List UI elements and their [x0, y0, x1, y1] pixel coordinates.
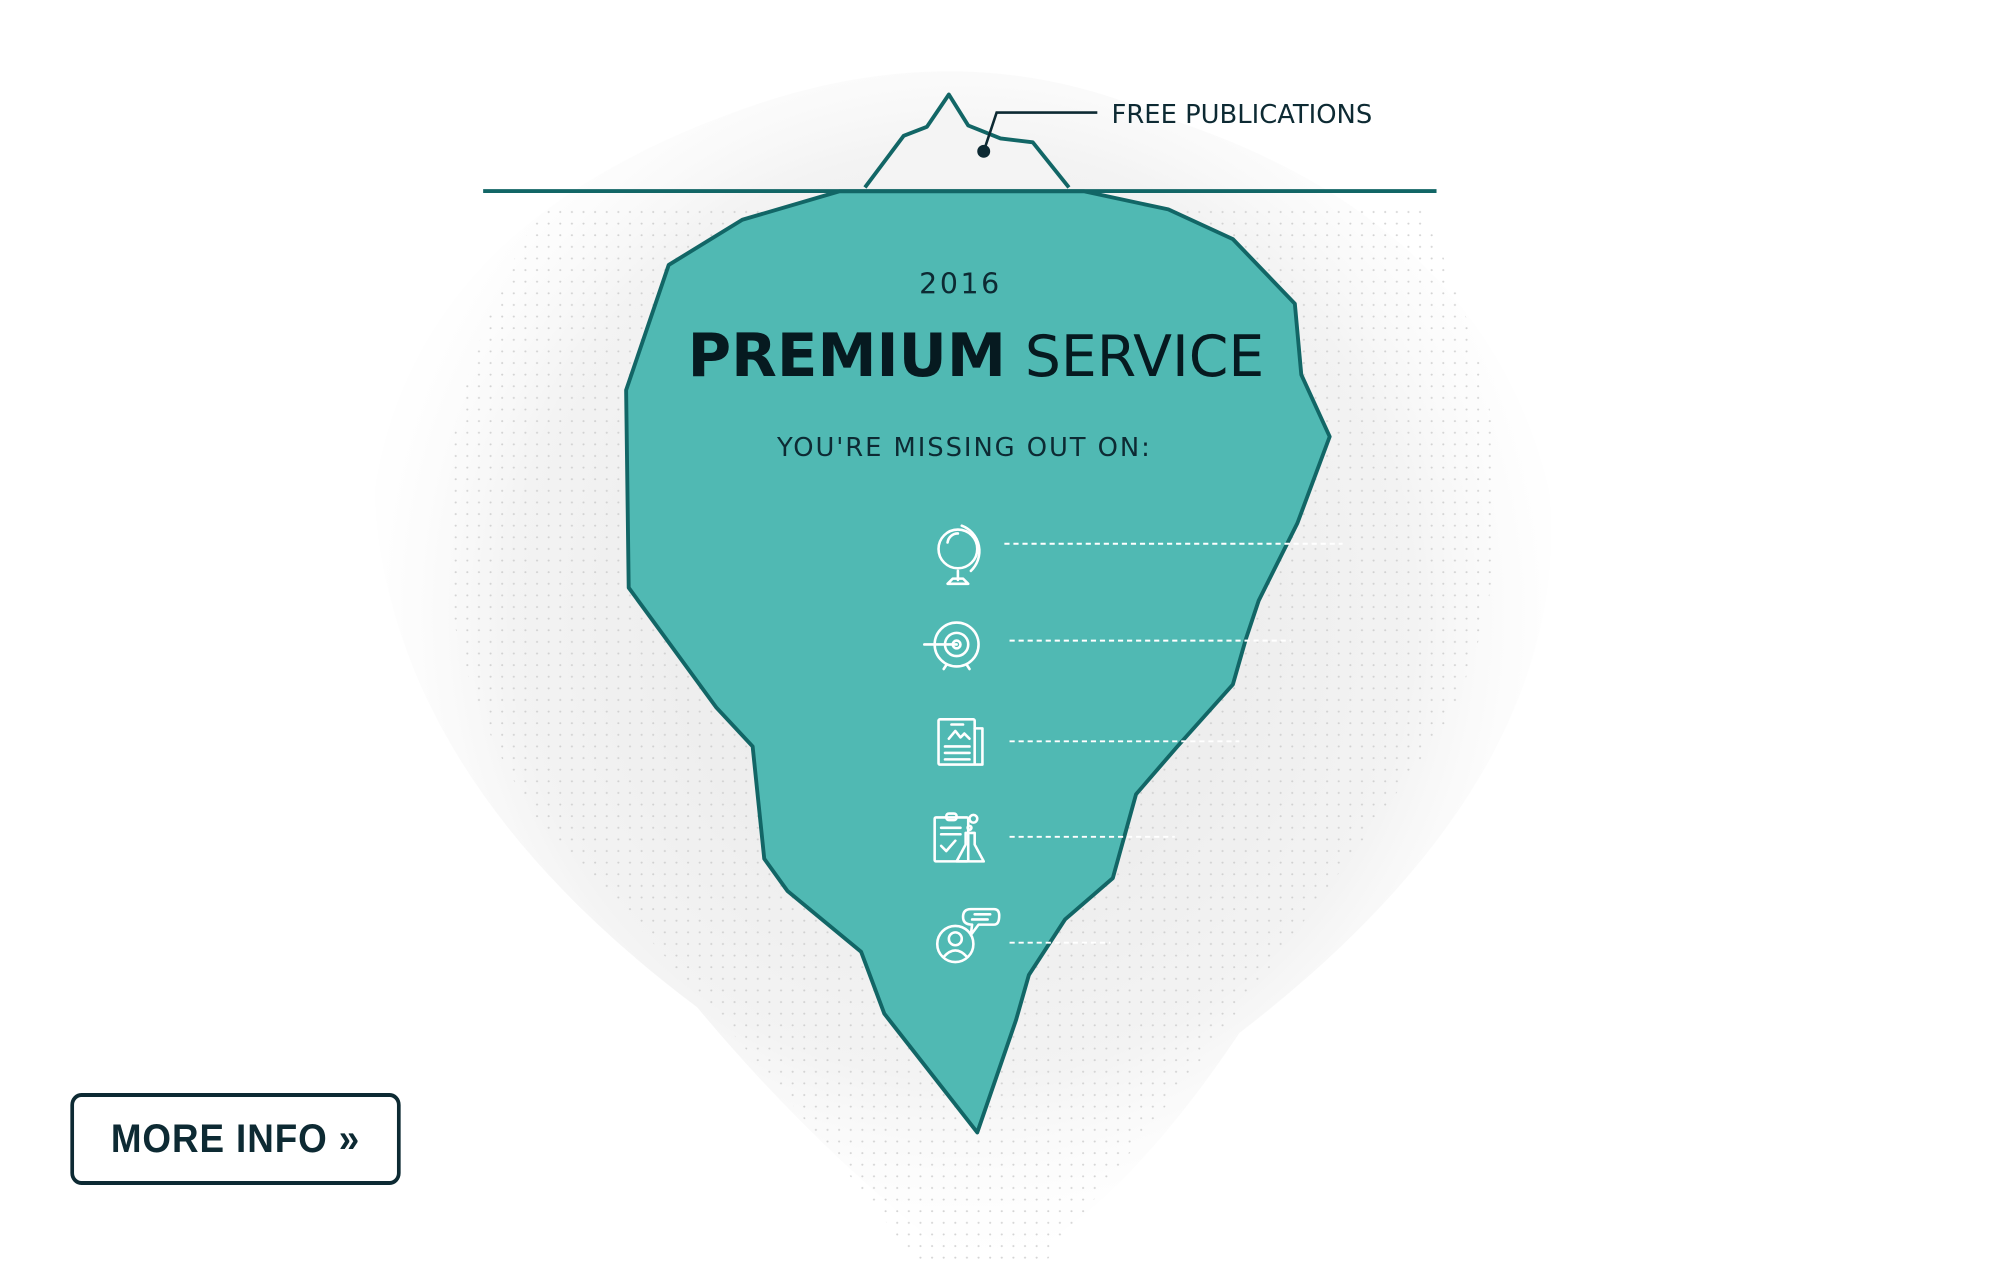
- iceberg-tip: [863, 92, 1071, 189]
- target-icon: [923, 621, 980, 671]
- newspaper-icon: [937, 718, 984, 766]
- year-label: 2016: [919, 267, 1002, 300]
- free-publications-label: FREE PUBLICATIONS: [1112, 100, 1373, 130]
- title-light: SERVICE: [1025, 324, 1264, 390]
- callout-line: [982, 111, 1098, 152]
- iceberg-body: [624, 189, 1332, 1135]
- waterline: [483, 189, 1437, 193]
- feature-leaders: [1004, 542, 1343, 944]
- missing-out-subtitle: YOU'RE MISSING OUT ON:: [776, 433, 1152, 463]
- globe-icon: [937, 524, 981, 586]
- premium-service-title: PREMIUM SERVICE: [688, 322, 1265, 391]
- person-chat-icon: [935, 907, 1001, 964]
- title-bold: PREMIUM: [688, 322, 1006, 391]
- more-info-button[interactable]: MORE INFO »: [70, 1093, 401, 1185]
- clipboard-flask-icon: [933, 812, 986, 863]
